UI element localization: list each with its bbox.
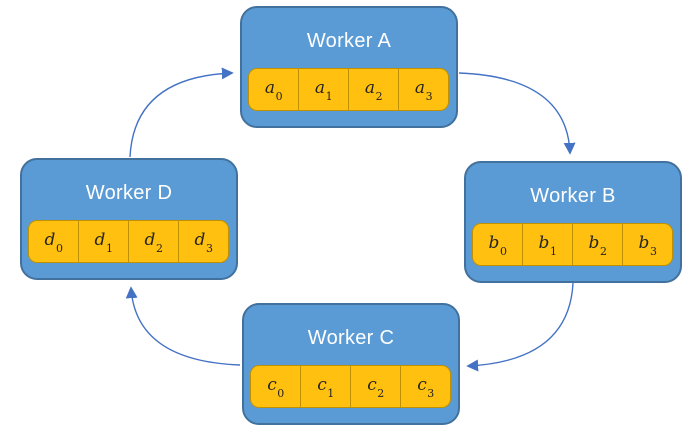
worker-d-title: Worker D	[85, 182, 173, 204]
worker-c-title: Worker C	[307, 327, 395, 349]
buffer-cell-d3: d3	[178, 221, 228, 262]
cell-label: c1	[317, 374, 335, 401]
worker-b-title: Worker B	[530, 185, 616, 207]
buffer-cell-b3: b3	[622, 224, 672, 265]
cell-label: c0	[267, 374, 285, 401]
buffer-cell-b0: b0	[473, 224, 522, 265]
cell-label: d0	[44, 229, 63, 256]
cell-label: a1	[314, 77, 333, 104]
worker-a-title: Worker A	[306, 30, 392, 52]
buffer-cell-d1: d1	[78, 221, 128, 262]
cell-label: b3	[638, 232, 657, 259]
cell-label: d3	[194, 229, 213, 256]
cell-label: a3	[414, 77, 433, 104]
worker-b-buffer: b0 b1 b2 b3	[472, 223, 673, 266]
worker-c-node: Worker C c0 c1 c2 c3	[242, 303, 460, 425]
buffer-cell-a3: a3	[398, 69, 448, 110]
worker-b-node: Worker B b0 b1 b2 b3	[464, 161, 682, 283]
buffer-cell-d0: d0	[29, 221, 78, 262]
buffer-cell-a1: a1	[298, 69, 348, 110]
arrow-worker-d-to-worker-a	[129, 67, 234, 158]
buffer-cell-c3: c3	[400, 366, 450, 407]
cell-label: d2	[144, 229, 163, 256]
cell-label: a0	[264, 77, 283, 104]
buffer-cell-c2: c2	[350, 366, 400, 407]
arrow-worker-a-to-worker-b	[458, 72, 576, 155]
cell-label: b2	[588, 232, 607, 259]
arrow-worker-b-to-worker-c	[466, 282, 574, 372]
buffer-cell-a0: a0	[249, 69, 298, 110]
arrow-worker-c-to-worker-d	[125, 286, 241, 366]
buffer-cell-a2: a2	[348, 69, 398, 110]
buffer-cell-d2: d2	[128, 221, 178, 262]
cell-label: d1	[94, 229, 113, 256]
buffer-cell-c0: c0	[251, 366, 300, 407]
cell-label: c2	[367, 374, 385, 401]
cell-label: a2	[364, 77, 383, 104]
buffer-cell-c1: c1	[300, 366, 350, 407]
worker-a-node: Worker A a0 a1 a2 a3	[240, 6, 458, 128]
worker-c-buffer: c0 c1 c2 c3	[250, 365, 451, 408]
cell-label: b1	[538, 232, 557, 259]
buffer-cell-b1: b1	[522, 224, 572, 265]
worker-d-buffer: d0 d1 d2 d3	[28, 220, 229, 263]
cell-label: b0	[488, 232, 507, 259]
worker-a-buffer: a0 a1 a2 a3	[248, 68, 449, 111]
cell-label: c3	[417, 374, 435, 401]
worker-d-node: Worker D d0 d1 d2 d3	[20, 158, 238, 280]
buffer-cell-b2: b2	[572, 224, 622, 265]
